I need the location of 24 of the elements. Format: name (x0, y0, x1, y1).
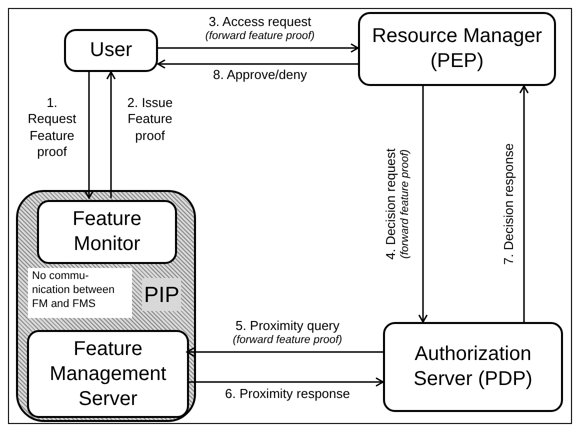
process-box: Feature Management Server (27, 330, 189, 418)
arrow (418, 86, 428, 323)
arrow (106, 71, 116, 198)
edge-label: 6. Proximity response (224, 386, 351, 403)
process-box: Feature Monitor (37, 200, 177, 264)
arrow (158, 43, 359, 53)
process-box: Resource Manager (PEP) (358, 12, 556, 86)
arrow (519, 85, 529, 322)
note-box: No commu- nication between FM and FMS (28, 268, 132, 318)
group-label: PIP (142, 278, 182, 311)
group-box (16, 190, 196, 422)
edge-label: 7. Decision response (501, 142, 517, 267)
edge-label: 5. Proximity query (forward feature proof) (232, 318, 344, 348)
process-box: User (64, 29, 158, 72)
edge-label: 3. Access request (forward feature proof) (204, 14, 316, 44)
edge-label: 4. Decision request (forward feature proof) (383, 147, 412, 262)
process-box: Authorization Server (PDP) (383, 322, 563, 412)
arrow (187, 377, 384, 387)
edge-label: 8. Approve/deny (212, 67, 308, 84)
edge-label: 2. Issue Feature proof (126, 95, 174, 145)
edge-label: 1. Request Feature proof (26, 95, 78, 161)
arrow (84, 72, 94, 199)
arrow (157, 59, 358, 69)
arrow (186, 347, 383, 357)
